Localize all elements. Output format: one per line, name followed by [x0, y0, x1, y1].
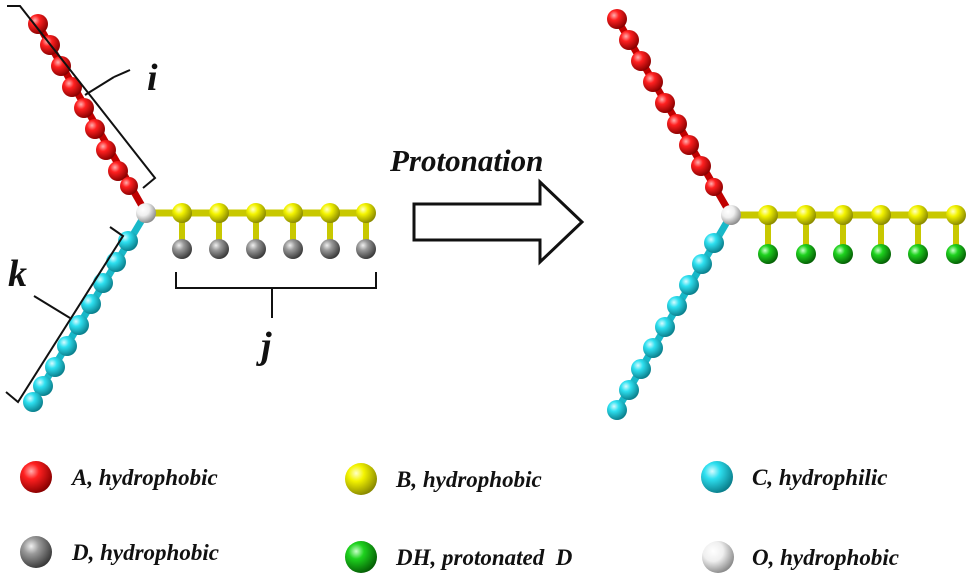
arrow-label: Protonation	[389, 143, 543, 178]
molecule-after	[607, 9, 966, 420]
bead-D	[356, 239, 376, 259]
bead-A	[643, 72, 663, 92]
legend-label-C: C, hydrophilic	[752, 465, 887, 490]
bead-A	[96, 140, 116, 160]
bead-C	[81, 294, 101, 314]
brace-i	[7, 5, 157, 189]
bead-A	[85, 119, 105, 139]
brace-k-label: k	[8, 253, 27, 295]
bead-C	[607, 400, 627, 420]
bead-A	[62, 77, 82, 97]
chain-C-before	[23, 211, 150, 412]
bead-C	[631, 359, 651, 379]
bead-DH	[871, 244, 891, 264]
bead-B	[209, 203, 229, 223]
legend-swatch-O	[702, 541, 734, 573]
brace-j	[175, 272, 377, 318]
bead-C	[679, 275, 699, 295]
bead-DH	[833, 244, 853, 264]
bead-A	[705, 178, 723, 196]
legend-item-A: A, hydrophobic	[20, 461, 218, 493]
bead-C	[667, 296, 687, 316]
bead-O	[136, 203, 156, 223]
bead-C	[33, 376, 53, 396]
bead-A	[108, 161, 128, 181]
bead-B	[758, 205, 778, 225]
bead-C	[23, 392, 43, 412]
bead-A	[74, 98, 94, 118]
bead-B	[871, 205, 891, 225]
bead-B	[796, 205, 816, 225]
bead-A	[691, 156, 711, 176]
bead-D	[320, 239, 340, 259]
bead-D	[172, 239, 192, 259]
legend-label-D: D, hydrophobic	[71, 540, 219, 565]
legend-item-B: B, hydrophobic	[345, 463, 542, 495]
bead-A	[28, 14, 48, 34]
bead-B	[246, 203, 266, 223]
bead-DH	[908, 244, 928, 264]
chain-A-after	[607, 9, 735, 217]
bead-C	[106, 252, 126, 272]
bead-A	[607, 9, 627, 29]
bead-B	[283, 203, 303, 223]
legend-label-B: B, hydrophobic	[395, 467, 542, 492]
bead-A	[120, 177, 138, 195]
bead-D	[209, 239, 229, 259]
bead-B	[356, 203, 376, 223]
legend-item-C: C, hydrophilic	[701, 461, 887, 493]
bead-C	[619, 380, 639, 400]
molecule-before	[23, 14, 376, 412]
bead-C	[704, 233, 724, 253]
legend-swatch-B	[345, 463, 377, 495]
bead-DH	[758, 244, 778, 264]
bead-C	[69, 315, 89, 335]
bead-B	[320, 203, 340, 223]
brace-k	[5, 226, 125, 404]
protonation-arrow	[412, 178, 585, 266]
bead-C	[45, 357, 65, 377]
legend-item-DH: DH, protonated D	[345, 541, 573, 573]
bead-B	[833, 205, 853, 225]
legend-label-O: O, hydrophobic	[752, 545, 899, 570]
legend-swatch-C	[701, 461, 733, 493]
brace-i-label: i	[147, 57, 158, 99]
chain-B-after	[731, 205, 966, 264]
bead-C	[692, 254, 712, 274]
bead-A	[619, 30, 639, 50]
bead-D	[246, 239, 266, 259]
legend-label-A: A, hydrophobic	[70, 465, 218, 490]
bead-DH	[946, 244, 966, 264]
chain-A-before	[28, 14, 150, 215]
bead-A	[51, 56, 71, 76]
legend-label-DH: DH, protonated D	[395, 545, 573, 570]
bead-D	[283, 239, 303, 259]
legend-item-O: O, hydrophobic	[702, 541, 899, 573]
bead-C	[643, 338, 663, 358]
bead-B	[172, 203, 192, 223]
bead-A	[667, 114, 687, 134]
legend-swatch-D	[20, 536, 52, 568]
bead-C	[57, 336, 77, 356]
legend-item-D: D, hydrophobic	[20, 536, 219, 568]
bead-A	[679, 135, 699, 155]
bead-C	[93, 273, 113, 293]
chain-C-after	[607, 213, 735, 420]
bead-A	[631, 51, 651, 71]
bead-O	[721, 205, 741, 225]
bead-C	[655, 317, 675, 337]
legend: A, hydrophobic B, hydrophobic C, hydroph…	[20, 461, 899, 573]
bead-B	[908, 205, 928, 225]
chain-B-before	[146, 203, 376, 259]
bead-A	[655, 93, 675, 113]
brace-j-label: j	[256, 325, 272, 367]
legend-swatch-DH	[345, 541, 377, 573]
legend-swatch-A	[20, 461, 52, 493]
bead-B	[946, 205, 966, 225]
bead-DH	[796, 244, 816, 264]
